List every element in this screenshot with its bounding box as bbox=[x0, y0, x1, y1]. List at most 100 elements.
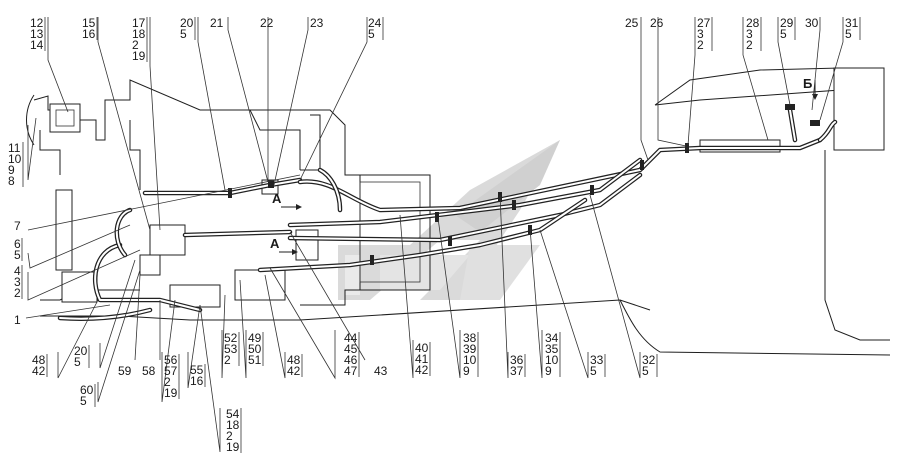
lower-bracket bbox=[61, 271, 98, 303]
radiator-post bbox=[55, 189, 73, 271]
callout-line: 2 bbox=[132, 38, 139, 52]
callout-line: 3 bbox=[746, 27, 753, 41]
callout-line: 23 bbox=[310, 16, 324, 30]
view-mark-a-lower: А bbox=[270, 236, 280, 251]
callout-b5: 58 bbox=[142, 364, 156, 378]
callout-line: 3 bbox=[697, 27, 704, 41]
callout-line: 29 bbox=[780, 16, 794, 30]
callout-t6: 22 bbox=[260, 16, 274, 30]
callout-line: 51 bbox=[248, 353, 262, 367]
callout-line: 2 bbox=[746, 38, 753, 52]
callout-line: 25 bbox=[625, 16, 639, 30]
callout-line: 40 bbox=[415, 341, 429, 355]
callout-line: 44 bbox=[344, 331, 358, 345]
callout-line: 58 bbox=[142, 364, 156, 378]
callout-line: 24 bbox=[368, 16, 382, 30]
callout-line: 38 bbox=[463, 331, 477, 345]
callout-line: 60 bbox=[80, 383, 94, 397]
callout-line: 57 bbox=[164, 364, 178, 378]
callout-line: 5 bbox=[590, 364, 597, 378]
callout-l2: 7 bbox=[14, 219, 21, 233]
callout-line: 18 bbox=[132, 27, 146, 41]
callout-line: 3 bbox=[14, 275, 21, 289]
callout-line: 19 bbox=[132, 49, 146, 63]
callout-line: 45 bbox=[344, 342, 358, 356]
callout-line: 33 bbox=[590, 353, 604, 367]
callout-line: 30 bbox=[805, 16, 819, 30]
callout-line: 41 bbox=[415, 352, 429, 366]
callout-line: 9 bbox=[463, 364, 470, 378]
callout-line: 28 bbox=[746, 16, 760, 30]
callout-line: 12 bbox=[30, 16, 44, 30]
callout-line: 42 bbox=[32, 364, 46, 378]
callout-line: 47 bbox=[344, 364, 358, 378]
leader-lines bbox=[25, 17, 844, 453]
front-mount-block bbox=[49, 103, 81, 133]
callout-line: 8 bbox=[8, 174, 15, 188]
callout-b4: 59 bbox=[118, 364, 132, 378]
callout-line: 10 bbox=[545, 353, 559, 367]
callout-line: 21 bbox=[210, 16, 224, 30]
callout-line: 7 bbox=[14, 219, 21, 233]
callout-line: 2 bbox=[697, 38, 704, 52]
callout-line: 5 bbox=[845, 27, 852, 41]
callout-line: 5 bbox=[74, 355, 81, 369]
callout-line: 48 bbox=[287, 353, 301, 367]
callout-line: 36 bbox=[510, 353, 524, 367]
callout-line: 5 bbox=[180, 27, 187, 41]
callout-line: 56 bbox=[164, 353, 178, 367]
cab-block bbox=[833, 67, 885, 151]
callout-line: 52 bbox=[224, 331, 238, 345]
callout-line: 46 bbox=[344, 353, 358, 367]
callout-line: 54 bbox=[226, 407, 240, 421]
callout-line: 39 bbox=[463, 342, 477, 356]
callout-line: 37 bbox=[510, 364, 524, 378]
callout-line: 26 bbox=[650, 16, 664, 30]
callout-line: 32 bbox=[642, 353, 656, 367]
callout-line: 18 bbox=[226, 418, 240, 432]
distributor bbox=[295, 229, 319, 261]
callout-line: 53 bbox=[224, 342, 238, 356]
callout-line: 35 bbox=[545, 342, 559, 356]
callout-line: 5 bbox=[80, 394, 87, 408]
callout-line: 20 bbox=[180, 16, 194, 30]
callout-t10: 26 bbox=[650, 16, 664, 30]
callout-line: 34 bbox=[545, 331, 559, 345]
callout-line: 10 bbox=[8, 152, 22, 166]
callout-line: 5 bbox=[642, 364, 649, 378]
callout-line: 31 bbox=[845, 16, 859, 30]
callout-line: 55 bbox=[190, 363, 204, 377]
callout-line: 59 bbox=[118, 364, 132, 378]
callout-t7: 23 bbox=[310, 16, 324, 30]
callout-t14: 30 bbox=[805, 16, 819, 30]
callout-line: 5 bbox=[14, 248, 21, 262]
callout-line: 16 bbox=[82, 27, 96, 41]
callout-line: 13 bbox=[30, 27, 44, 41]
callout-line: 20 bbox=[74, 344, 88, 358]
callout-line: 16 bbox=[190, 374, 204, 388]
filter-block bbox=[234, 269, 286, 301]
callout-line: 10 bbox=[463, 353, 477, 367]
pump-body bbox=[149, 224, 186, 256]
